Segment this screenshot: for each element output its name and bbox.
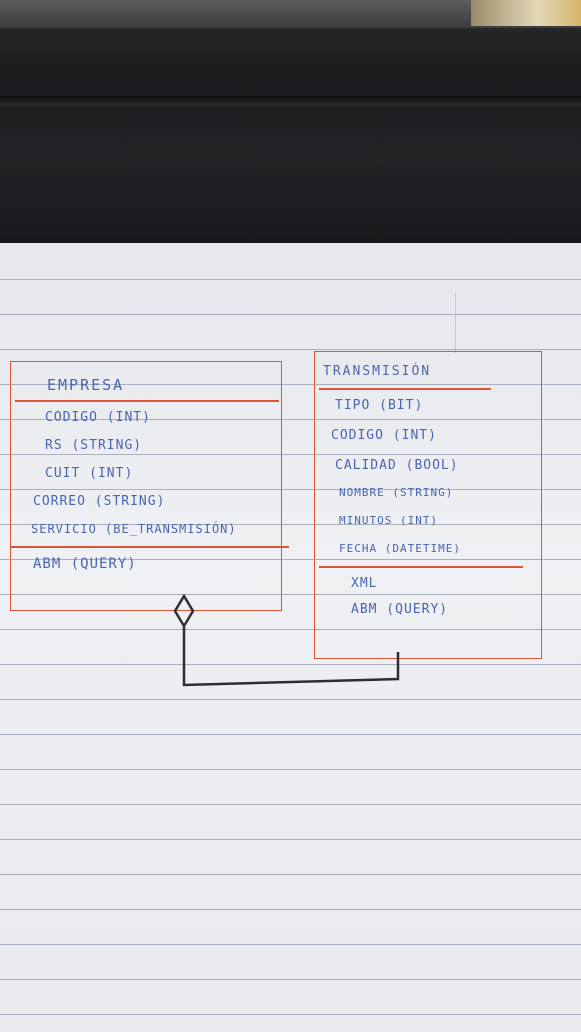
association-line [182,626,400,687]
ruled-line [0,874,581,875]
class-empresa-operation: ABM (QUERY) [33,556,137,572]
class-empresa: EMPRESA CODIGO (INT) RS (STRING) CUIT (I… [10,361,289,611]
ruled-line [0,909,581,910]
ruled-line [0,664,581,665]
class-empresa-title-divider [15,400,279,402]
class-empresa-title: EMPRESA [47,376,125,394]
class-transmision: TRANSMISIÓN TIPO (BIT) CODIGO (INT) CALI… [314,351,542,659]
ruled-line [0,594,581,595]
ruled-line [0,419,581,420]
ruled-line [0,279,581,280]
ruled-line [0,839,581,840]
class-transmision-operations-divider [319,566,523,568]
car-interior-background [0,0,581,260]
class-transmision-attribute: CODIGO (INT) [331,428,437,443]
class-empresa-attribute: CODIGO (INT) [45,410,151,425]
class-transmision-operation: XML [351,576,378,591]
ruled-line [0,524,581,525]
class-empresa-attribute: CORREO (STRING) [33,494,166,509]
ruled-line [0,944,581,945]
class-transmision-attribute: CALIDAD (BOOL) [335,458,459,473]
class-transmision-operation: ABM (QUERY) [351,602,449,617]
class-empresa-attribute: RS (STRING) [45,438,143,453]
ruled-line [0,349,581,350]
ruled-line [0,489,581,490]
ruled-line [0,699,581,700]
ruled-line [0,454,581,455]
class-transmision-title-divider [319,388,491,390]
aggregation-diamond [173,593,195,629]
class-empresa-attribute: SERVICIO (BE_TRANSMISIÓN) [31,522,237,536]
corner-sticker [471,0,581,26]
ruled-line [0,769,581,770]
class-empresa-operations-divider [11,546,289,548]
ruled-line [0,559,581,560]
class-transmision-title: TRANSMISIÓN [323,364,432,379]
dashboard-seam [0,96,581,106]
class-transmision-attribute: TIPO (BIT) [335,398,424,413]
ruled-line [0,804,581,805]
class-transmision-attribute: MINUTOS (INT) [339,514,439,527]
class-transmision-attribute: NOMBRE (STRING) [339,486,454,499]
class-transmision-attribute: FECHA (DATETIME) [339,542,461,555]
ruled-line [0,979,581,980]
ruled-line [0,314,581,315]
ruled-line [0,734,581,735]
aggregation-connector [173,593,400,687]
ruled-line [0,384,581,385]
ruled-line [0,629,581,630]
notebook-paper: EMPRESA CODIGO (INT) RS (STRING) CUIT (I… [0,243,581,1032]
paper-margin-line [455,293,456,353]
ruled-line [0,1014,581,1015]
class-empresa-attribute: CUIT (INT) [45,466,134,481]
